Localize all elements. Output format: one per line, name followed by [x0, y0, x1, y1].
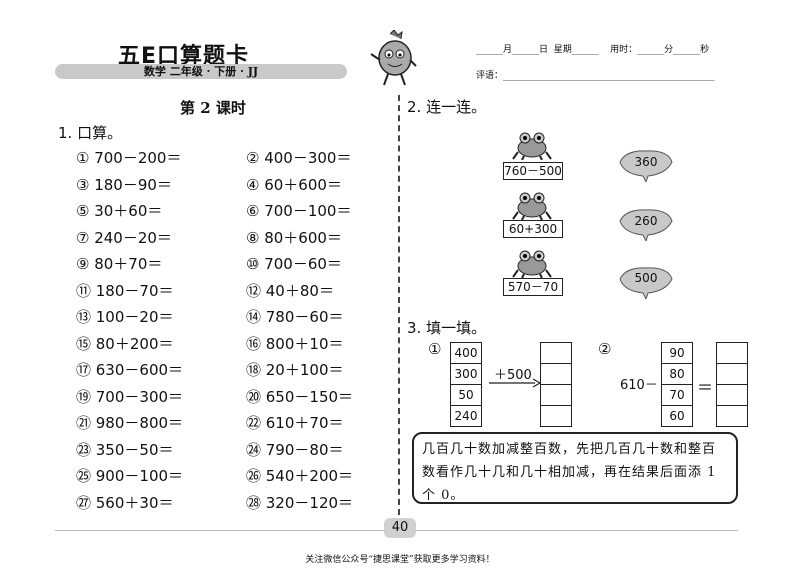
equation-item: ⑪ 180－70＝: [76, 281, 174, 300]
equation-item: ⑥ 700－100＝: [246, 202, 352, 220]
equation-item: ㉓ 350－50＝: [76, 440, 174, 459]
equation-item: ⑲ 700－300＝: [76, 387, 184, 406]
equation-item: ㉒ 610＋70＝: [246, 414, 344, 432]
number-box: 70: [661, 384, 693, 406]
answer-box[interactable]: [540, 342, 572, 364]
equation-item: ④ 60＋600＝: [246, 175, 342, 194]
date-time-line: ______月______日 星期______ 用时：______分______…: [476, 45, 710, 55]
equation-item: ⑭ 780－60＝: [246, 308, 344, 326]
equation-item: ⑤ 30＋60＝: [76, 202, 163, 220]
number-box: 60: [661, 405, 693, 427]
answer-box[interactable]: [716, 405, 748, 427]
equation-item: ⑫ 40＋80＝: [246, 281, 334, 300]
lesson-title: 第 2 课时: [180, 99, 246, 117]
answer-box[interactable]: [716, 363, 748, 385]
equation-item: ⑩ 700－60＝: [246, 255, 342, 273]
mascot-icon: [370, 30, 417, 86]
equation-item: ⑬ 100－20＝: [76, 308, 174, 326]
number-box: 400: [450, 342, 482, 364]
number-box: 90: [661, 342, 693, 364]
expression-card[interactable]: 570－70: [503, 278, 563, 296]
equation-item: ⑨ 80＋70＝: [76, 255, 163, 273]
frog-icon: [512, 248, 552, 282]
leaf-answer: 360: [634, 155, 658, 169]
equation-item: ② 400－300＝: [246, 149, 352, 167]
equation-item: ⑰ 630－600＝: [76, 361, 184, 379]
lotus-leaf-icon[interactable]: [616, 148, 676, 186]
equation-item: ③ 180－90＝: [76, 175, 172, 194]
q3-title: 3. 填一填。: [407, 319, 487, 337]
lotus-leaf-icon[interactable]: [616, 265, 676, 303]
grade-subtitle-bar: 数学 二年级 · 下册 · JJ: [55, 64, 347, 79]
number-box: 50: [450, 384, 482, 406]
equation-item: ㉗ 560＋30＝: [76, 493, 174, 512]
q3-part2-prefix: 610－: [620, 378, 658, 393]
equation-item: ⑱ 20＋100＝: [246, 361, 344, 379]
equation-item: ① 700－200＝: [76, 149, 182, 167]
equation-item: ⑮ 80＋200＝: [76, 334, 174, 353]
lotus-leaf-icon[interactable]: [616, 207, 676, 245]
page-number: 40: [384, 518, 416, 538]
equation-item: ⑳ 650－150＝: [246, 387, 354, 406]
q1-title: 1. 口算。: [58, 124, 123, 142]
leaf-answer: 500: [634, 271, 658, 285]
answer-box[interactable]: [540, 363, 572, 385]
equation-item: ⑦ 240－20＝: [76, 228, 172, 247]
q2-title: 2. 连一连。: [407, 98, 487, 116]
number-box: 300: [450, 363, 482, 385]
equation-item: ㉘ 320－120＝: [246, 493, 354, 512]
q3-part1-label: ①: [428, 340, 442, 358]
equation-item: ⑧ 80＋600＝: [246, 228, 342, 247]
equation-item: ⑯ 800＋10＝: [246, 334, 344, 353]
leaf-answer: 260: [634, 214, 658, 228]
equation-item: ㉑ 980－800＝: [76, 414, 184, 432]
expression-card[interactable]: 60+300: [503, 220, 563, 238]
answer-box[interactable]: [540, 405, 572, 427]
column-divider: [398, 95, 400, 515]
equation-item: ㉕ 900－100＝: [76, 467, 184, 485]
equation-item: ㉖ 540＋200＝: [246, 467, 354, 485]
answer-box[interactable]: [716, 384, 748, 406]
method-tip-box: 几百几十数加减整百数，先把几百几十数和整百数看作几十几和几十相加减，再在结果后面…: [412, 432, 738, 504]
comment-line: 评语：_____________________________________…: [476, 71, 715, 81]
arrow-icon: [489, 378, 541, 388]
q3-part2-label: ②: [598, 340, 612, 358]
number-box: 240: [450, 405, 482, 427]
footer-note: 关注微信公众号“捷思课堂”获取更多学习资料！: [305, 555, 495, 565]
answer-box[interactable]: [540, 384, 572, 406]
equation-item: ㉔ 790－80＝: [246, 440, 344, 459]
number-box: 80: [661, 363, 693, 385]
q3-part2-equals: ＝: [697, 378, 714, 397]
expression-card[interactable]: 760－500: [503, 162, 563, 180]
answer-box[interactable]: [716, 342, 748, 364]
frog-icon: [512, 130, 552, 164]
q3-part1-op: ＋500: [494, 368, 532, 383]
frog-icon: [512, 190, 552, 224]
